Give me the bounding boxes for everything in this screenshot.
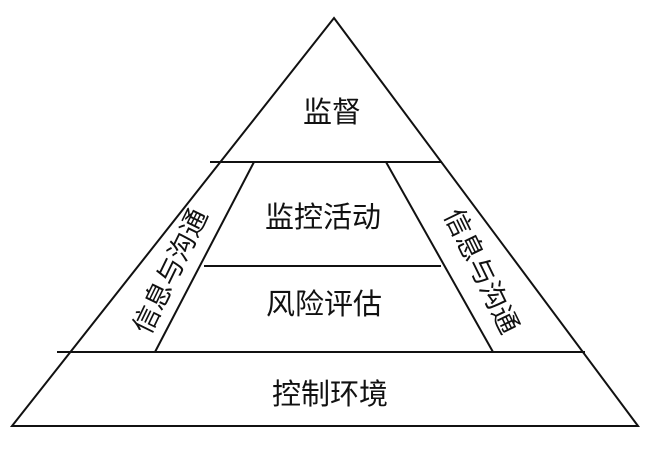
level-middle-upper-label: 监控活动 <box>265 200 381 234</box>
right-side-label-group: 信息与沟通 <box>437 204 524 339</box>
left-inner-edge <box>154 161 255 353</box>
level-middle-lower-label: 风险评估 <box>266 287 382 321</box>
right-inner-edge <box>385 161 494 353</box>
right-side-label: 信息与沟通 <box>437 204 524 339</box>
level-top-label: 监督 <box>303 95 361 129</box>
outer-triangle <box>9 16 640 427</box>
level-bottom-label: 控制环境 <box>272 377 388 411</box>
